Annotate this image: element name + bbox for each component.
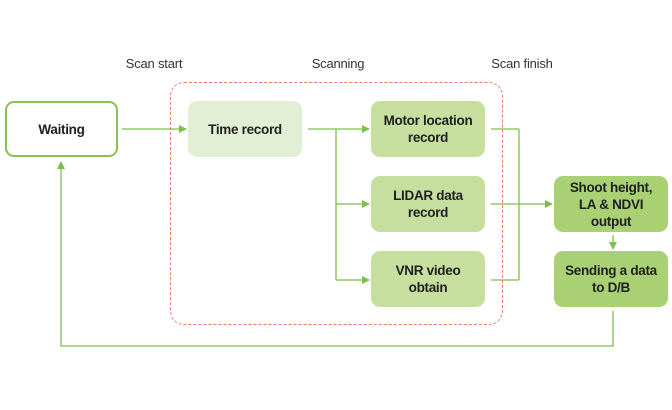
node-motor-location-record: Motor location record (371, 101, 485, 157)
line-loop-back (57, 161, 614, 347)
phase-label-scan-finish: Scan finish (491, 56, 553, 71)
node-sending-data: Sending a data to D/B (554, 251, 668, 307)
node-vnr-video-obtain: VNR video obtain (371, 251, 485, 307)
phase-label-scanning: Scanning (311, 56, 365, 71)
node-waiting: Waiting (5, 101, 118, 157)
phase-label-scan-start: Scan start (125, 56, 183, 71)
node-lidar-data-record: LIDAR data record (371, 176, 485, 232)
node-shoot-height-output: Shoot height, LA & NDVI output (554, 176, 668, 232)
node-time-record: Time record (188, 101, 302, 157)
